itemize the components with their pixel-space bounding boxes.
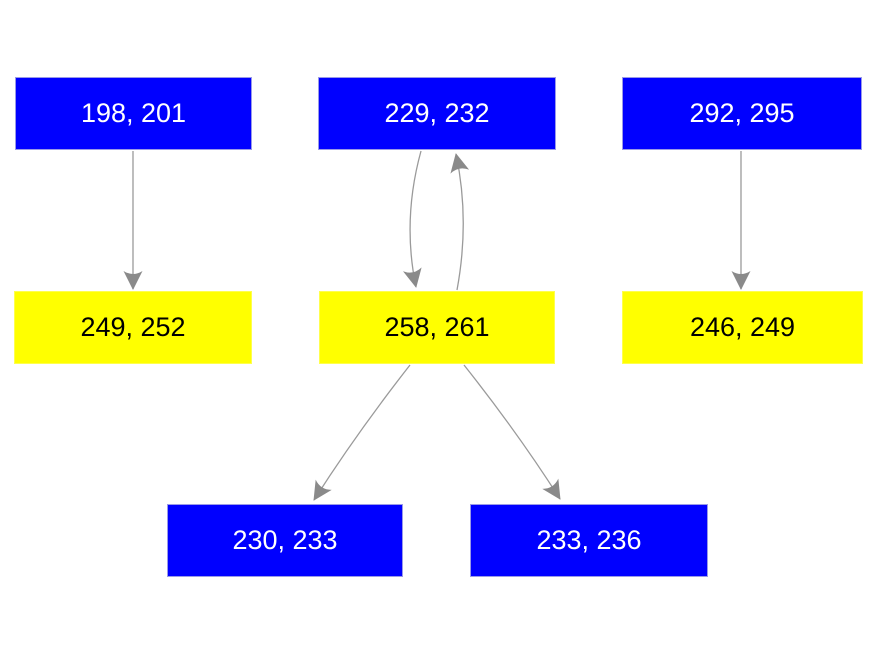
node-230-233[interactable]: 230, 233 xyxy=(167,504,403,577)
node-label: 246, 249 xyxy=(689,312,796,342)
node-258-261[interactable]: 258, 261 xyxy=(319,291,555,364)
node-label: 249, 252 xyxy=(80,312,186,342)
node-292-295[interactable]: 292, 295 xyxy=(622,77,862,150)
node-label: 230, 233 xyxy=(232,525,338,555)
node-label: 229, 232 xyxy=(384,98,490,128)
node-246-249[interactable]: 246, 249 xyxy=(622,291,863,364)
node-249-252[interactable]: 249, 252 xyxy=(14,291,252,364)
node-233-236[interactable]: 233, 236 xyxy=(470,504,708,577)
node-198-201[interactable]: 198, 201 xyxy=(15,77,252,150)
edge-258-to-233 xyxy=(463,364,561,500)
node-label: 198, 201 xyxy=(80,98,187,128)
node-label: 258, 261 xyxy=(384,312,490,342)
node-label: 292, 295 xyxy=(689,98,795,128)
edge-258-to-230 xyxy=(313,364,411,501)
edge-229-to-258 xyxy=(403,150,422,288)
node-229-232[interactable]: 229, 232 xyxy=(318,77,556,150)
node-label: 233, 236 xyxy=(536,525,642,555)
edge-258-to-229 xyxy=(450,153,470,291)
